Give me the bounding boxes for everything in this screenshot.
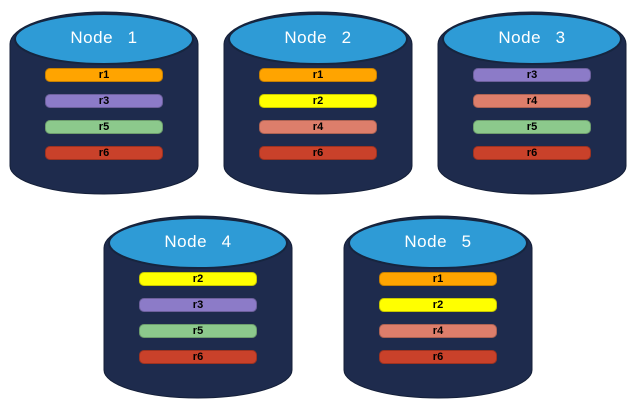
- replica-bar: r5: [473, 120, 591, 134]
- database-node: Node 3 r3 r4 r5 r6: [436, 8, 628, 200]
- cylinder-top-ellipse: [442, 13, 622, 65]
- database-node: Node 4 r2 r3 r5 r6: [102, 212, 294, 404]
- replica-label: r3: [526, 68, 538, 81]
- replica-label: r6: [192, 350, 204, 363]
- replica-label: r5: [98, 120, 110, 133]
- replica-list: r1 r2 r4 r6: [222, 68, 414, 172]
- cylinder-top-ellipse: [348, 217, 528, 269]
- replica-label: r3: [192, 298, 204, 311]
- replica-bar: r3: [45, 94, 163, 108]
- replica-label: r6: [312, 146, 324, 159]
- replica-bar: r2: [379, 298, 497, 312]
- node-row-top: Node 1 r1 r3 r5 r6 Node 2 r1 r2 r4 r6: [0, 0, 636, 200]
- replica-label: r3: [98, 94, 110, 107]
- replica-label: r6: [432, 350, 444, 363]
- replica-bar: r6: [259, 146, 377, 160]
- cylinder-top-ellipse: [228, 13, 408, 65]
- database-node: Node 2 r1 r2 r4 r6: [222, 8, 414, 200]
- node-label: Node 5: [404, 232, 472, 251]
- replica-bar: r2: [259, 94, 377, 108]
- replica-label: r4: [312, 120, 324, 133]
- replica-label: r2: [432, 298, 444, 311]
- node-label: Node 1: [70, 28, 138, 47]
- replica-bar: r4: [473, 94, 591, 108]
- replica-bar: r3: [139, 298, 257, 312]
- replica-list: r1 r3 r5 r6: [8, 68, 200, 172]
- node-label: Node 3: [498, 28, 566, 47]
- replica-label: r5: [192, 324, 204, 337]
- replica-bar: r4: [379, 324, 497, 338]
- replica-label: r6: [526, 146, 538, 159]
- replica-bar: r3: [473, 68, 591, 82]
- database-node: Node 5 r1 r2 r4 r6: [342, 212, 534, 404]
- replica-label: r1: [432, 272, 444, 285]
- replica-bar: r1: [379, 272, 497, 286]
- replica-bar: r5: [139, 324, 257, 338]
- replica-bar: r6: [473, 146, 591, 160]
- replica-label: r6: [98, 146, 110, 159]
- replica-label: r2: [192, 272, 204, 285]
- replica-bar: r4: [259, 120, 377, 134]
- replica-label: r1: [98, 68, 110, 81]
- replica-label: r4: [432, 324, 444, 337]
- replica-list: r1 r2 r4 r6: [342, 272, 534, 376]
- cylinder-top-ellipse: [108, 217, 288, 269]
- replica-label: r4: [526, 94, 538, 107]
- replica-bar: r1: [259, 68, 377, 82]
- database-node: Node 1 r1 r3 r5 r6: [8, 8, 200, 200]
- node-label: Node 4: [164, 232, 232, 251]
- replica-bar: r6: [45, 146, 163, 160]
- replica-label: r2: [312, 94, 324, 107]
- replica-bar: r6: [139, 350, 257, 364]
- replica-bar: r1: [45, 68, 163, 82]
- replica-bar: r6: [379, 350, 497, 364]
- replica-bar: r2: [139, 272, 257, 286]
- node-row-bottom: Node 4 r2 r3 r5 r6 Node 5 r1 r2 r4 r6: [0, 200, 636, 404]
- node-label: Node 2: [284, 28, 352, 47]
- cylinder-top-ellipse: [14, 13, 194, 65]
- replica-label: r1: [312, 68, 324, 81]
- replica-bar: r5: [45, 120, 163, 134]
- replica-label: r5: [526, 120, 538, 133]
- replica-list: r2 r3 r5 r6: [102, 272, 294, 376]
- replica-list: r3 r4 r5 r6: [436, 68, 628, 172]
